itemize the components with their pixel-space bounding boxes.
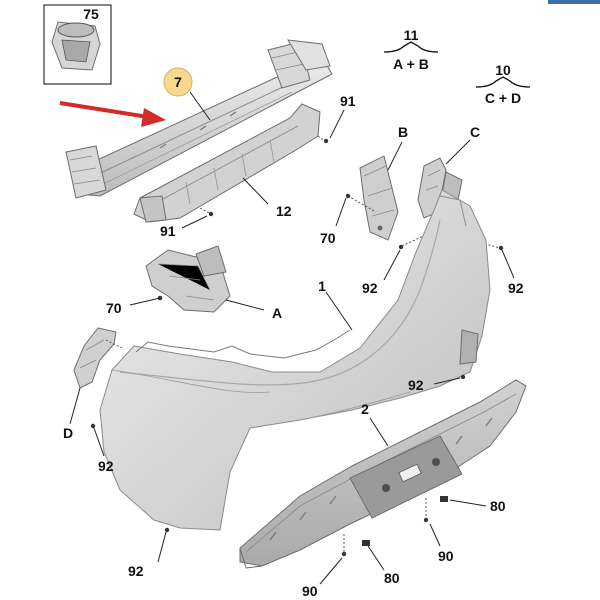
callout-C: C	[470, 124, 480, 140]
callout-1: 1	[318, 278, 326, 294]
reinforcement-beam-part-7	[65, 39, 333, 199]
callout-90-right: 90	[438, 548, 454, 564]
absorber-bracket-part-12	[133, 103, 329, 223]
highlight-callout-7: 7	[163, 67, 211, 121]
clip-80-bottom	[362, 540, 370, 546]
callout-90-bottom: 90	[302, 583, 318, 599]
callout-B: B	[398, 124, 408, 140]
side-bracket-B	[359, 155, 399, 241]
clip-80-right	[440, 496, 448, 502]
callout-80-right: 80	[490, 498, 506, 514]
group-11-formula: A + B	[393, 56, 429, 72]
callout-92-center: 92	[362, 280, 378, 296]
diffuser-part-2	[239, 379, 527, 569]
frame-edge-bar	[548, 0, 600, 4]
callout-91-top: 91	[340, 93, 356, 109]
group-10-number: 10	[495, 62, 511, 78]
side-bracket-D	[73, 327, 123, 389]
group-11-number: 11	[404, 27, 419, 43]
callout-12: 12	[276, 203, 292, 219]
group-10-formula: C + D	[485, 90, 521, 106]
callout-75: 75	[83, 6, 99, 22]
clip-part-75	[51, 21, 101, 71]
callout-70-left: 70	[106, 300, 122, 316]
callout-7: 7	[174, 74, 182, 90]
callout-80-bottom: 80	[384, 570, 400, 586]
callout-92-lower-right: 92	[408, 377, 424, 393]
callout-D: D	[63, 425, 73, 441]
callout-2: 2	[361, 401, 369, 417]
callout-70-right: 70	[320, 230, 336, 246]
callout-A: A	[272, 305, 282, 321]
callout-92-right: 92	[508, 280, 524, 296]
side-bracket-A	[145, 245, 231, 313]
callout-92-bottom: 92	[128, 563, 144, 579]
inset-box-75: 75	[43, 4, 112, 85]
callout-91-left: 91	[160, 223, 176, 239]
group-label-10: 10 C + D	[475, 62, 531, 106]
red-indicator-arrow	[59, 101, 166, 127]
bumper-cover-part-1	[99, 189, 491, 531]
group-label-11: 11 A + B	[383, 27, 439, 72]
callout-92-left: 92	[98, 458, 114, 474]
